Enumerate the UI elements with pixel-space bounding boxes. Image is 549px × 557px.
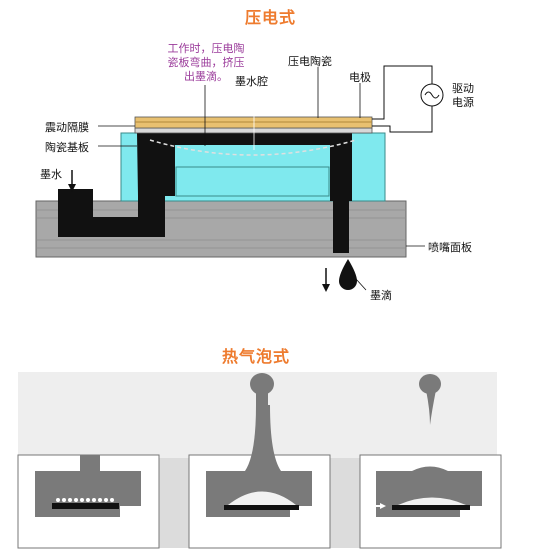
label-electrode: 电极 [349,71,371,84]
label-drive-power-2: 电源 [452,96,474,109]
label-ceramic-substrate: 陶瓷基板 [45,141,89,154]
piezo-note: 工作时，压电陶 瓷板弯曲，挤压 出墨滴。 [158,42,254,84]
piezo-title: 压电式 [245,8,297,27]
label-ink-drop: 墨滴 [370,289,392,302]
label-vibration-membrane: 震动隔膜 [45,121,89,134]
ink-drop [339,259,357,290]
thermal-panel-1 [17,454,160,549]
label-drive-power: 驱动 电源 [452,82,474,110]
note-line-3: 出墨滴。 [184,70,228,83]
label-ink: 墨水 [40,168,62,181]
note-line-1: 工作时，压电陶 [167,42,245,55]
thermal-title: 热气泡式 [222,347,291,366]
label-ink-cavity: 墨水腔 [235,75,268,88]
label-piezo-ceramic: 压电陶瓷 [288,55,332,68]
note-line-2: 瓷板弯曲，挤压 [167,56,245,69]
label-drive-power-1: 驱动 [452,82,474,95]
ink-body [58,133,352,253]
thermal-panel-3 [359,374,502,549]
label-nozzle-plate: 喷嘴面板 [428,241,472,254]
thermal-panel-2 [188,373,331,549]
